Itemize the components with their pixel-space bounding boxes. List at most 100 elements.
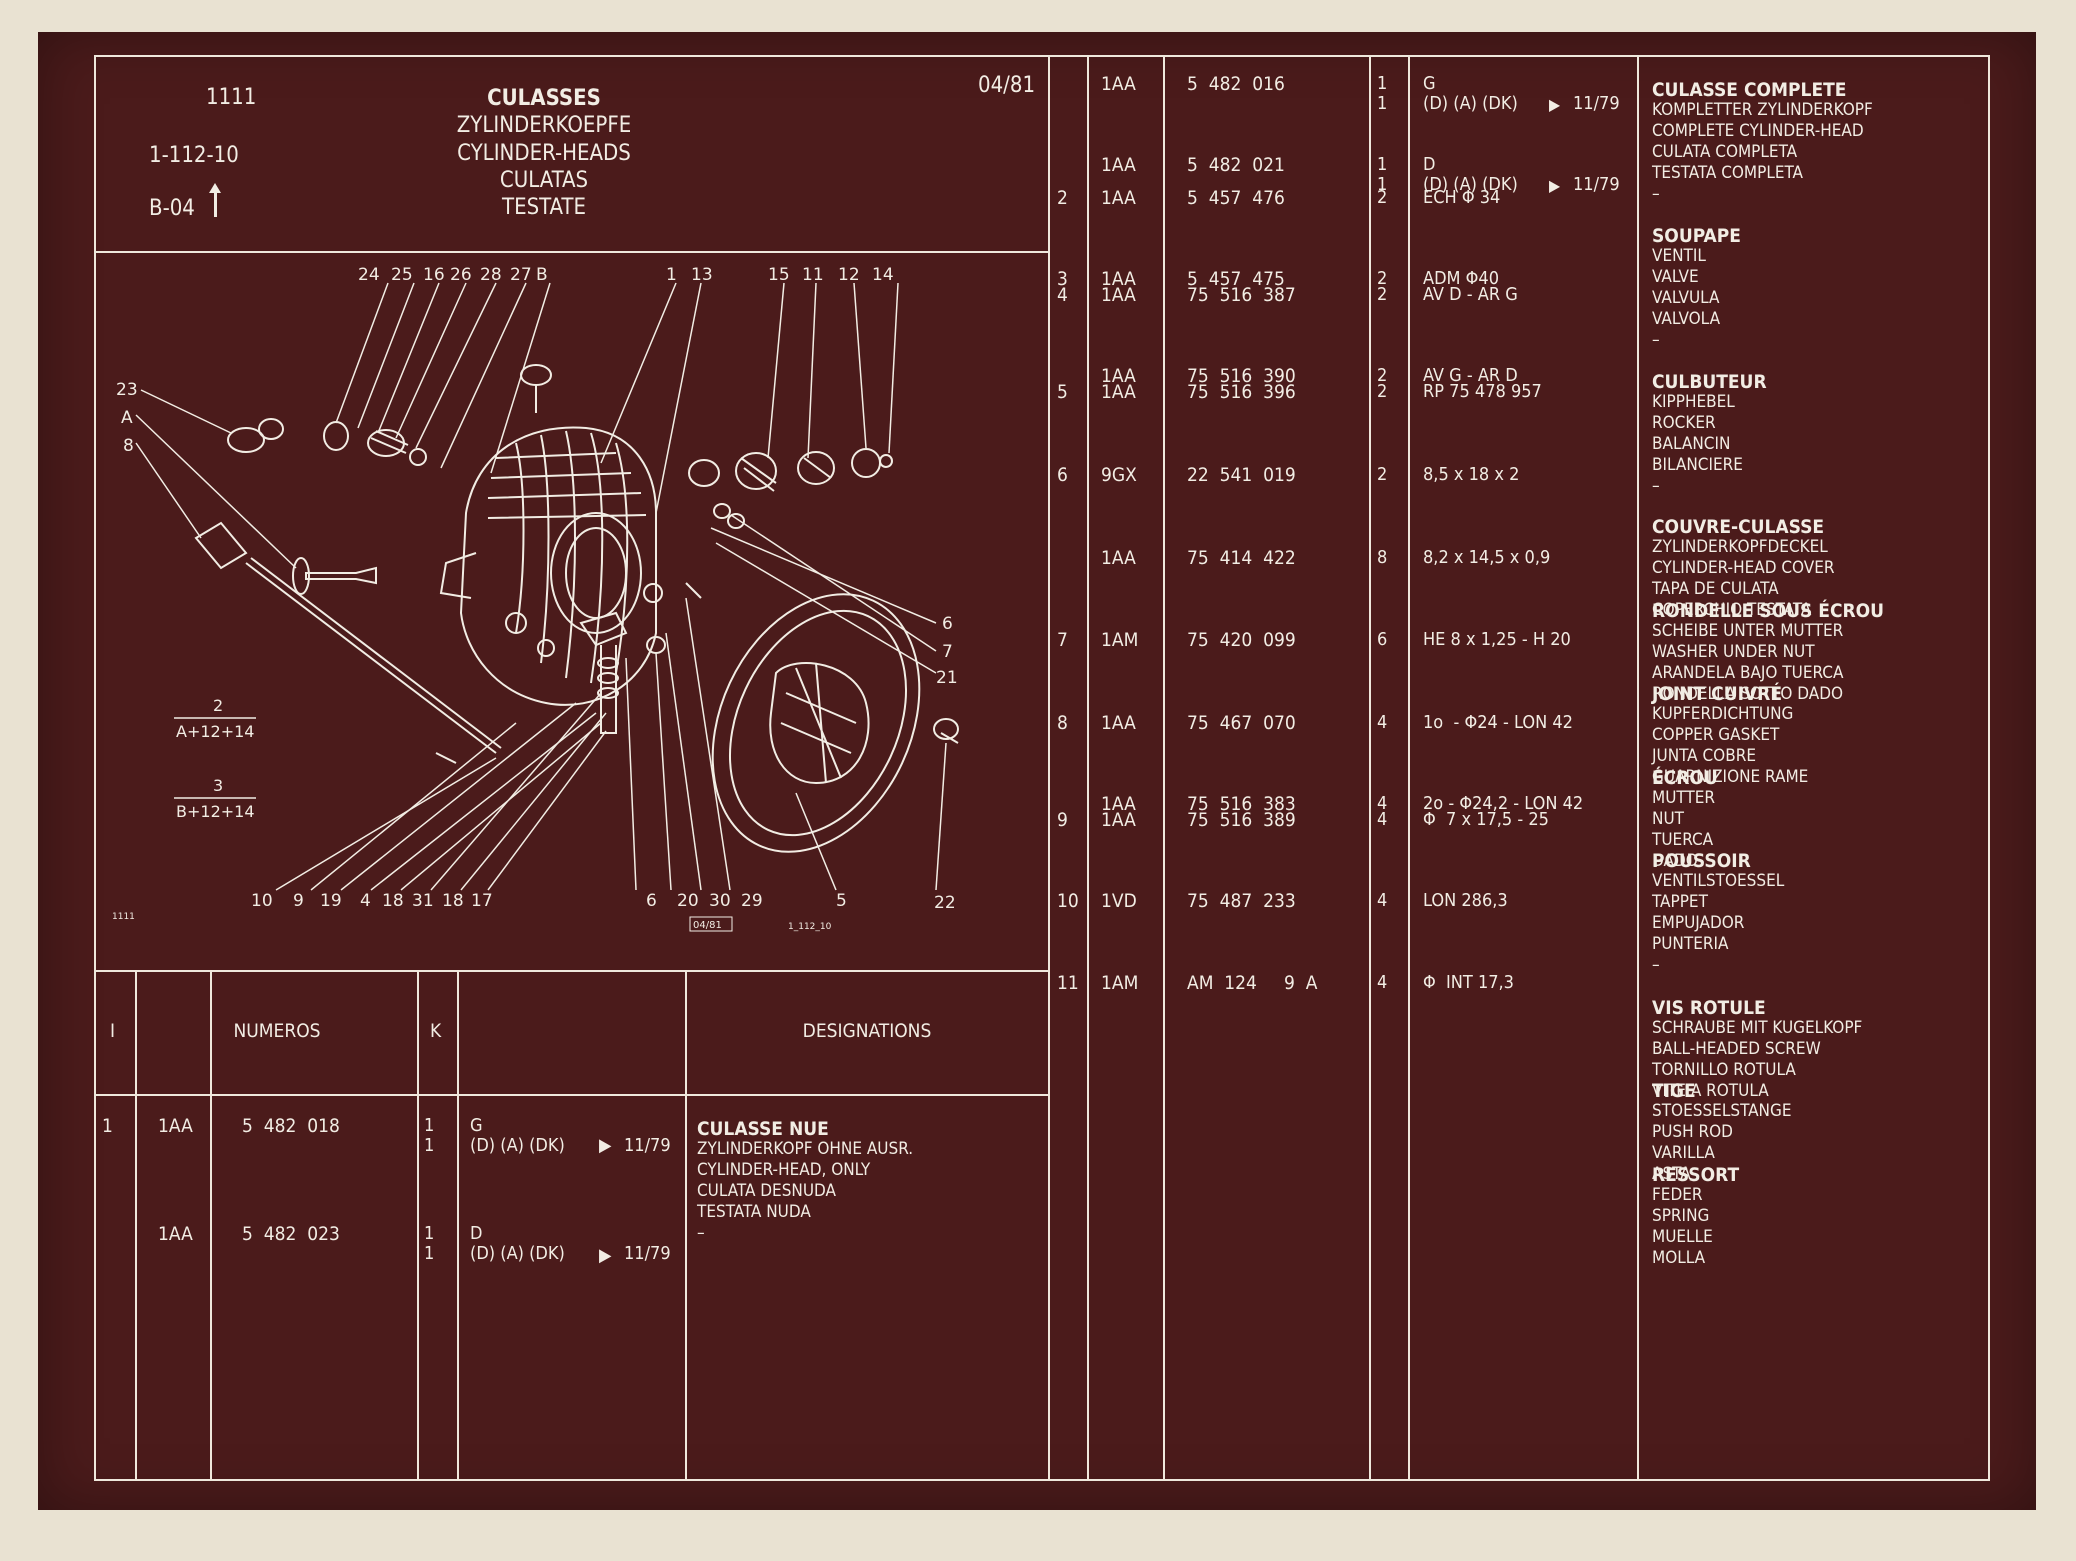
designation-title: ÉCROU: [1652, 767, 1718, 789]
col-header-i: I: [110, 1020, 116, 1042]
header-divider: [94, 251, 1049, 253]
svg-text:13: 13: [691, 265, 713, 285]
arrow-right-icon: ▶: [1549, 176, 1561, 195]
title-it: TESTATE: [502, 195, 586, 220]
head-cover-drawing: [711, 593, 921, 853]
table-row: 1 1AA 5 482 018 1 1 G (D) (A) (DK) ▶ 11/…: [102, 1115, 671, 1156]
lt-sep-2: [210, 970, 212, 1481]
table-header-divider: [94, 1094, 1049, 1096]
part-23-drawing: [227, 427, 265, 453]
svg-text:11: 11: [802, 265, 824, 285]
arrow-right-icon: ▶: [599, 1245, 612, 1266]
table-row: 1AA 5 482 023 1 1 D (D) (A) (DK) ▶ 11/79: [158, 1223, 671, 1266]
title-de: ZYLINDERKOEPFE: [456, 113, 632, 138]
title-en: CYLINDER-HEADS: [457, 141, 631, 166]
svg-text:19: 19: [320, 891, 342, 911]
svg-text:14: 14: [872, 265, 894, 285]
column-sep-2: [1087, 55, 1089, 1481]
designation-title: CULBUTEUR: [1652, 371, 1767, 393]
designation-title: TIGE: [1652, 1080, 1696, 1102]
fraction-notes: 2 A+12+14 3 B+12+14: [174, 696, 256, 821]
svg-text:B+12+14: B+12+14: [176, 802, 255, 821]
col-header-designations: DESIGNATIONS: [802, 1020, 932, 1042]
parts-catalog-plate: [38, 32, 2036, 1510]
svg-text:29: 29: [741, 891, 763, 911]
designation-title: COUVRE-CULASSE: [1652, 516, 1825, 538]
up-arrow-icon: [214, 189, 217, 217]
lt-sep-4: [457, 970, 459, 1481]
svg-text:1_112_10: 1_112_10: [788, 922, 832, 932]
svg-text:23: 23: [116, 380, 138, 400]
svg-text:25: 25: [391, 265, 413, 285]
exploded-diagram: 24 25 16 26 28 27 B 1 13 15 11 12 14 23 …: [112, 265, 959, 932]
svg-text:15: 15: [768, 265, 790, 285]
svg-text:9: 9: [293, 891, 304, 911]
svg-text:18: 18: [442, 891, 464, 911]
catalog-page-frame: 1111 1-112-10 B-04 04/81 CULASSES ZYLIND…: [94, 55, 1990, 1481]
col-header-k: K: [430, 1020, 442, 1042]
svg-text:31: 31: [412, 891, 434, 911]
column-sep-5: [1408, 55, 1410, 1481]
lt-sep-5: [685, 970, 687, 1481]
designation-title: RONDELLE SOUS ÉCROU: [1652, 600, 1885, 622]
svg-text:20: 20: [677, 891, 699, 911]
push-rod-drawing: [245, 562, 497, 754]
column-sep-3: [1163, 55, 1165, 1481]
svg-text:6: 6: [942, 614, 953, 634]
up-arrow-head-icon: [209, 183, 221, 193]
svg-text:B: B: [536, 265, 548, 285]
svg-text:04/81: 04/81: [693, 920, 722, 931]
svg-text:10: 10: [251, 891, 273, 911]
title-es: CULATAS: [499, 168, 589, 193]
svg-text:28: 28: [480, 265, 502, 285]
border-bottom: [94, 1479, 1990, 1481]
col-header-numeros: NUMEROS: [233, 1020, 321, 1042]
column-sep-1: [1048, 55, 1050, 1481]
svg-text:2: 2: [213, 696, 223, 715]
catalog-code: 1111: [206, 85, 257, 110]
rocker-drawing: [579, 611, 628, 647]
diagram-divider: [94, 970, 1049, 972]
designation-title: SOUPAPE: [1652, 225, 1741, 247]
border-left: [94, 55, 96, 1481]
svg-text:17: 17: [471, 891, 493, 911]
catalog-ref: 1-112-10: [149, 143, 239, 168]
lt-sep-1: [135, 970, 137, 1481]
lt-sep-3: [417, 970, 419, 1481]
arrow-right-icon: ▶: [599, 1135, 612, 1156]
svg-text:27: 27: [510, 265, 532, 285]
svg-text:18: 18: [382, 891, 404, 911]
cylinder-head-drawing: [439, 426, 657, 706]
left-parts-table: 1 1AA 5 482 018 1 1 G (D) (A) (DK) ▶ 11/…: [94, 1117, 1049, 1477]
svg-text:3: 3: [213, 776, 223, 795]
callout-labels: 24 25 16 26 28 27 B 1 13 15 11 12 14 23 …: [116, 265, 958, 913]
border-right: [1988, 55, 1990, 1481]
svg-text:16: 16: [423, 265, 445, 285]
designation-title: CULASSE COMPLETE: [1652, 79, 1847, 101]
tappet-drawing: [194, 521, 248, 570]
valve-drawing: [305, 566, 377, 585]
part-22-drawing: [933, 718, 959, 740]
svg-text:24: 24: [358, 265, 380, 285]
catalog-sub: B-04: [149, 196, 195, 221]
